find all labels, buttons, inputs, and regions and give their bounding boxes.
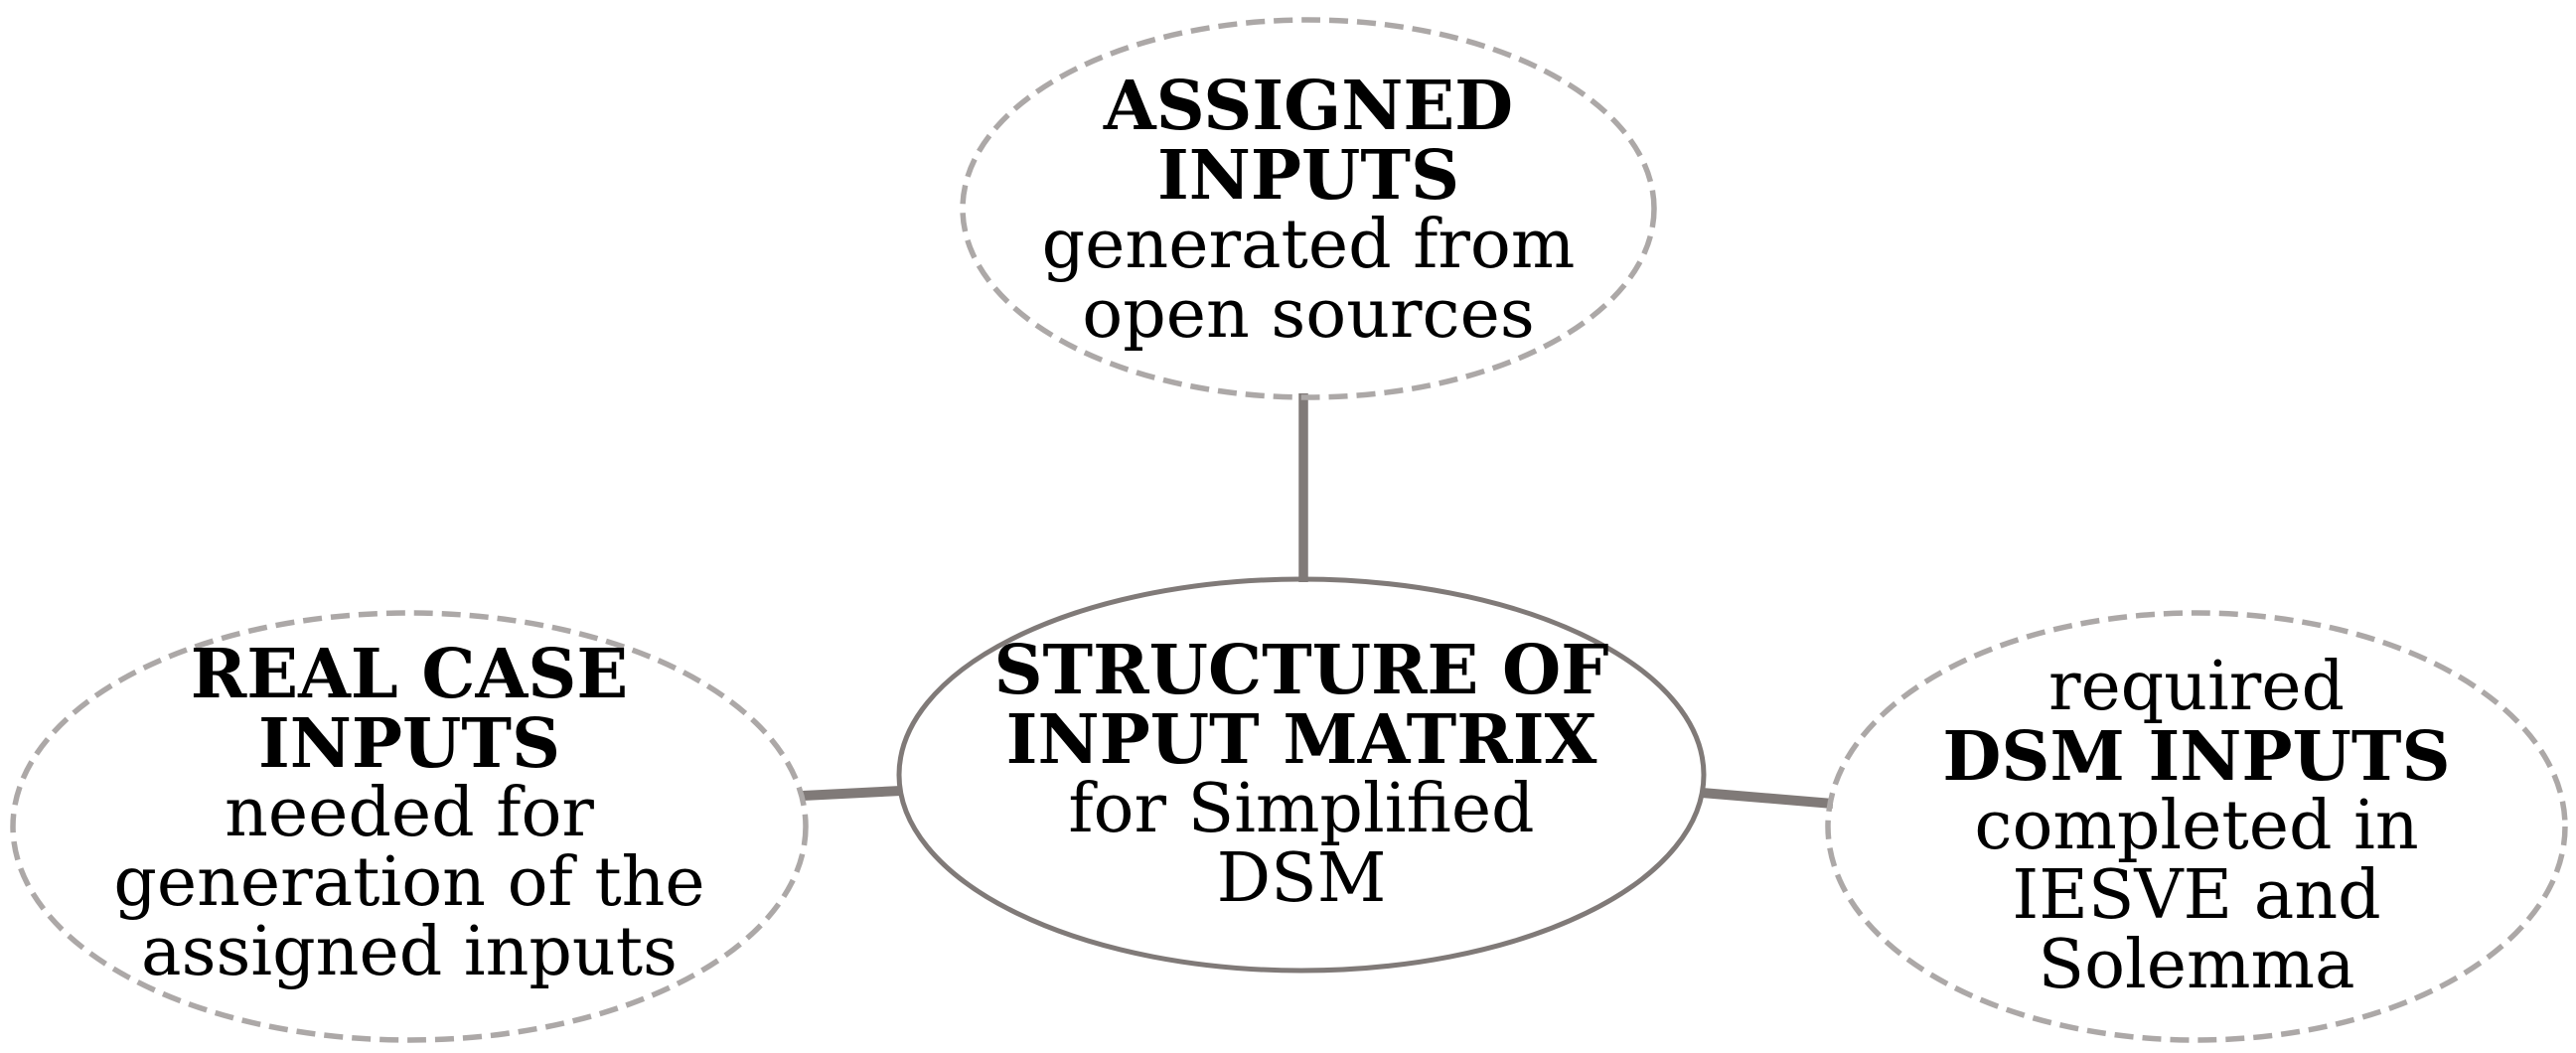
connector-center-to-right (1701, 788, 1834, 809)
left-node-subtitle-line-2: generation of the (113, 843, 705, 922)
right-node: required DSM INPUTS completed in IESVE a… (1819, 653, 2574, 1000)
right-node-title-line: DSM INPUTS (1942, 717, 2451, 797)
center-node: STRUCTURE OF INPUT MATRIX for Simplified… (894, 636, 1709, 914)
right-node-pre-line: required (2047, 648, 2346, 726)
top-node-title-line-1: ASSIGNED (1103, 67, 1514, 146)
top-node-subtitle-line-2: open sources (1082, 275, 1535, 354)
top-node-title-line-2: INPUTS (1156, 136, 1460, 216)
right-node-subtitle-line-2: IESVE and (2012, 856, 2381, 935)
left-node-ellipse (10, 610, 809, 1043)
center-node-subtitle-line-1: for Simplified (1068, 770, 1535, 848)
left-node-title-line-2: INPUTS (257, 704, 561, 784)
right-node-subtitle-line-1: completed in (1974, 787, 2419, 865)
top-node-subtitle-line-1: generated from (1041, 206, 1576, 284)
right-node-ellipse (1825, 610, 2568, 1043)
top-node-ellipse (960, 17, 1657, 400)
left-node-subtitle-line-1: needed for (225, 774, 594, 852)
left-node-title-line-1: REAL CASE (190, 635, 629, 714)
center-node-title-line-1: STRUCTURE OF (993, 631, 1609, 710)
left-node: REAL CASE INPUTS needed for generation o… (12, 640, 807, 987)
center-node-subtitle-line-2: DSM (1216, 839, 1387, 918)
right-node-subtitle-line-3: Solemma (2038, 926, 2355, 1004)
left-node-subtitle-line-3: assigned inputs (141, 913, 678, 991)
top-node: ASSIGNED INPUTS generated from open sour… (911, 72, 1706, 350)
center-node-title-line-2: INPUT MATRIX (1005, 700, 1597, 780)
connector-left-to-center (802, 786, 902, 801)
center-node-ellipse (896, 576, 1707, 974)
